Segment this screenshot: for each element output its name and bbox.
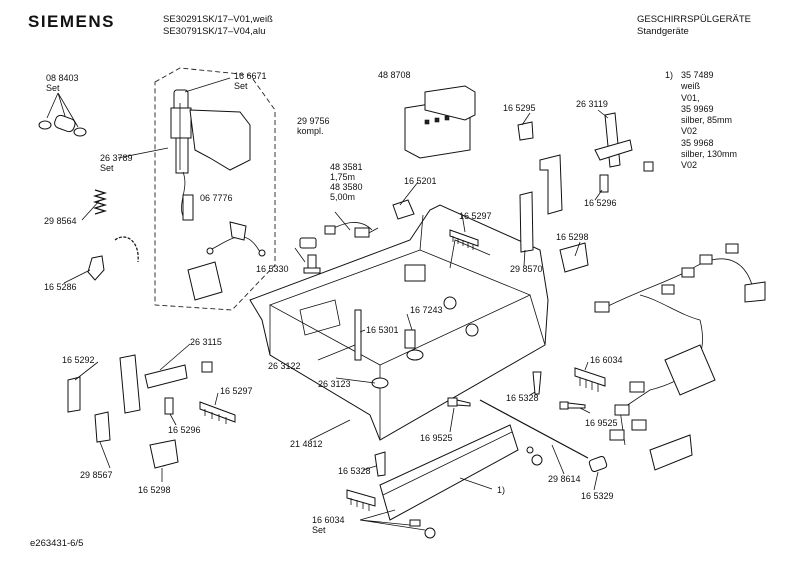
model-numbers: SE30291SK/17–V01,weiß SE30791SK/17–V04,a…	[163, 14, 273, 38]
part-label: 26 3115	[190, 337, 222, 347]
part-label: 16 5328	[338, 466, 371, 476]
connector-part-165201	[392, 199, 415, 220]
switch-part-165298b	[149, 439, 179, 469]
part-label: 16 9525	[585, 418, 618, 428]
connector-part-166034a	[574, 367, 606, 392]
note-line: V02	[681, 160, 698, 171]
category-line-2: Standgeräte	[637, 26, 689, 37]
part-label: 16 5297	[459, 211, 492, 221]
clip-part-165296b	[164, 397, 174, 415]
note-line: 35 9968	[681, 137, 714, 148]
note-marker: 1)	[665, 70, 674, 80]
bracket-part-165292	[67, 376, 81, 413]
base-frame-part-214812	[249, 204, 549, 441]
note-line: V01,	[681, 92, 700, 103]
category-line-1: GESCHIRRSPÜLGERÄTE	[637, 14, 752, 25]
part-label: 26 3123	[318, 379, 351, 389]
part-label: 29 8614	[548, 474, 581, 484]
cable-part-483581	[329, 222, 379, 236]
part-label: 16 6034	[590, 355, 623, 365]
bracket-part-263115	[94, 354, 188, 443]
clip-part-165296a	[599, 174, 609, 193]
part-label: 29 8567	[80, 470, 113, 480]
part-label: 16 9525	[420, 433, 453, 443]
part-label: 16 5330	[256, 264, 289, 274]
part-label: 48 8708	[378, 70, 411, 80]
brand-logo: SIEMENS	[28, 12, 116, 31]
note-line: silber, 130mm	[681, 149, 738, 160]
bracket-part-165295	[517, 121, 563, 253]
foot-screw-part-165328b	[374, 451, 386, 477]
part-label: 26 3119	[576, 99, 608, 109]
control-module-part-488708	[404, 85, 476, 159]
switch-part-165298a	[559, 242, 589, 273]
part-label: 16 5328	[506, 393, 539, 403]
note-line: 35 7489	[681, 70, 714, 80]
part-label: 16 5298	[138, 485, 171, 495]
wiring-harness-part	[594, 243, 766, 471]
part-label: 16 5298	[556, 232, 589, 242]
clip-part-088403	[38, 114, 87, 137]
note-line: weiß	[681, 81, 701, 92]
part-label: 16 7243	[410, 305, 443, 315]
part-label: 16 5292	[62, 355, 95, 365]
part-label: 16 5295	[503, 103, 536, 113]
pin-part-165301	[354, 309, 362, 361]
bracket-part-165286	[87, 255, 105, 281]
foot-screw-part-165328a	[532, 371, 542, 395]
model-line-2: SE30791SK/17–V04,alu	[163, 26, 266, 37]
screw-part-169525b	[447, 397, 471, 407]
connector-part-166034b	[346, 489, 376, 511]
screw-part-169525a	[559, 401, 586, 410]
bracket-part-263119	[594, 112, 633, 168]
diagram-id: e263431-6/5	[30, 538, 84, 549]
rod-part-298614	[479, 399, 589, 459]
plinth-panel-part	[379, 424, 519, 521]
variant-note: 1) 35 7489 weiß V01, 35 9969 silber, 85m…	[665, 70, 737, 172]
hose-part	[114, 236, 139, 263]
part-label: 16 5329	[581, 491, 614, 501]
model-line-1: SE30291SK/17–V01,weiß	[163, 14, 273, 25]
note-line: V02	[681, 126, 698, 137]
part-label: 16 5296	[168, 425, 201, 435]
part-label: 16 5301	[366, 325, 399, 335]
appliance-category: GESCHIRRSPÜLGERÄTE Standgeräte	[637, 14, 751, 38]
part-label: 16 5296	[584, 198, 617, 208]
part-label: 26 3122	[268, 361, 301, 371]
cap-part-165329	[588, 455, 608, 473]
spring-part-298564	[92, 189, 108, 215]
part-label: 21 4812	[290, 439, 323, 449]
strip-part-165297b	[199, 401, 236, 424]
inlet-assembly-outline	[154, 67, 276, 311]
cable-part-067776	[209, 236, 261, 253]
inlet-valve-part	[170, 89, 251, 221]
part-label: 29 8564	[44, 216, 77, 226]
sensor-plate-part	[187, 261, 223, 301]
note-line: 35 9969	[681, 103, 714, 114]
part-label: 06 7776	[200, 193, 233, 203]
part-label: 16 5201	[404, 176, 437, 186]
part-label: 1)	[497, 485, 506, 495]
note-line: silber, 85mm	[681, 115, 733, 126]
strip-part-165297a	[449, 229, 479, 250]
part-label: 16 5286	[44, 282, 77, 292]
part-label: 16 5297	[220, 386, 253, 396]
part-label: 29 8570	[510, 264, 543, 274]
